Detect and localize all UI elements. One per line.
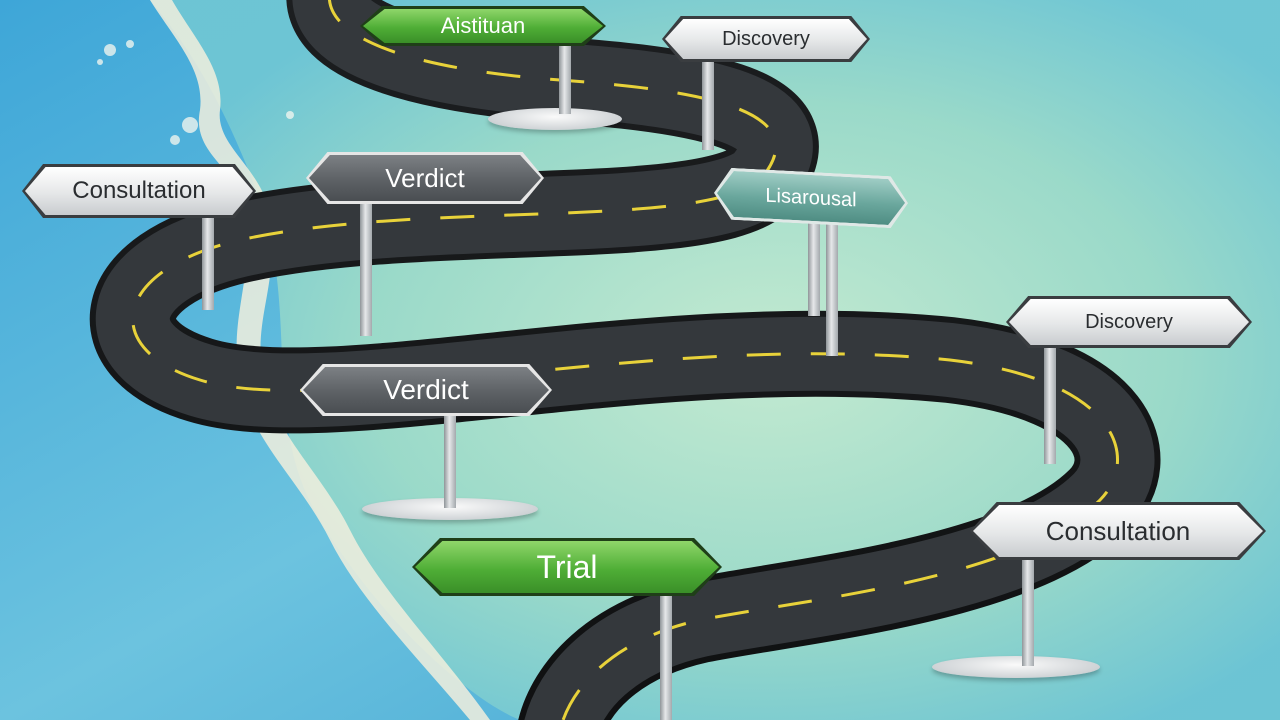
- sign-post: [1044, 340, 1056, 464]
- signboard: Aistituan: [360, 6, 606, 46]
- signboard: Consultation: [22, 164, 256, 218]
- signboard: Verdict: [306, 152, 544, 204]
- sign-post: [202, 212, 214, 310]
- road-lane-marking: [131, 0, 1120, 720]
- signboard: Trial: [412, 538, 722, 596]
- sign-post: [660, 588, 672, 720]
- sign-label: Consultation: [973, 505, 1263, 557]
- sign-label: Verdict: [303, 367, 549, 413]
- winding-road: [89, 0, 1161, 720]
- signboard: Lisarousal: [714, 167, 908, 229]
- signboard: Consultation: [970, 502, 1266, 560]
- signboard: Verdict: [300, 364, 552, 416]
- sign-label: Consultation: [25, 167, 253, 215]
- sign-post: [826, 216, 838, 356]
- sign-label: Trial: [415, 541, 719, 593]
- sign-post: [1022, 552, 1034, 666]
- sign-label: Lisarousal: [717, 170, 905, 226]
- signboard: Discovery: [662, 16, 870, 62]
- sign-base: [932, 656, 1100, 678]
- sign-post: [559, 42, 571, 114]
- sign-label: Aistituan: [363, 9, 603, 43]
- sign-base: [488, 108, 622, 130]
- sign-label: Discovery: [665, 19, 867, 59]
- sign-base: [362, 498, 538, 520]
- sign-post: [808, 216, 820, 316]
- signboard: Discovery: [1006, 296, 1252, 348]
- sign-label: Verdict: [309, 155, 541, 201]
- sign-post: [444, 400, 456, 508]
- sign-post: [702, 58, 714, 150]
- sign-post: [360, 200, 372, 336]
- sign-label: Discovery: [1009, 299, 1249, 345]
